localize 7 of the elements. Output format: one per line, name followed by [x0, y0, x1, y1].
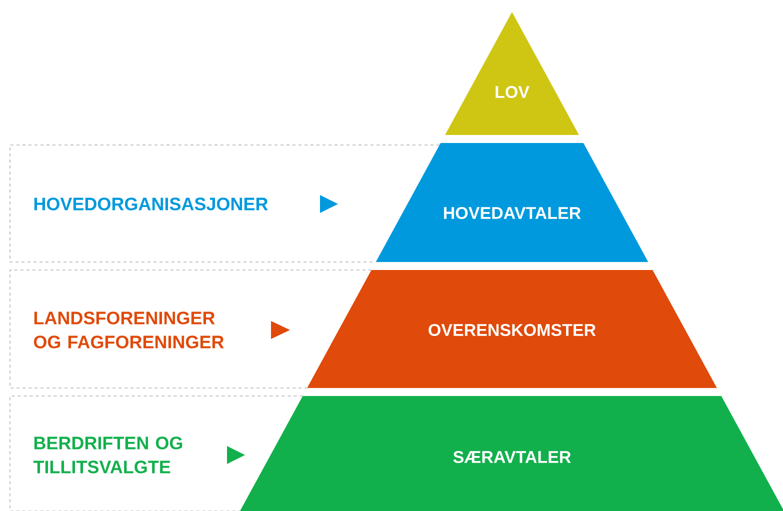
pyramid-band: LOV: [445, 12, 579, 135]
pyramid-band: SÆRAVTALER: [240, 396, 783, 511]
side-label: BERDRIFTEN OG TILLITSVALGTE: [33, 436, 182, 474]
side-label: LANDSFORENINGER OG FAGFORENINGER: [34, 312, 224, 348]
side-label: HOVEDORGANISASJONER: [34, 198, 268, 210]
pyramid-band: OVERENSKOMSTER: [307, 270, 717, 388]
pyramid-band: HOVEDAVTALER: [376, 143, 648, 262]
